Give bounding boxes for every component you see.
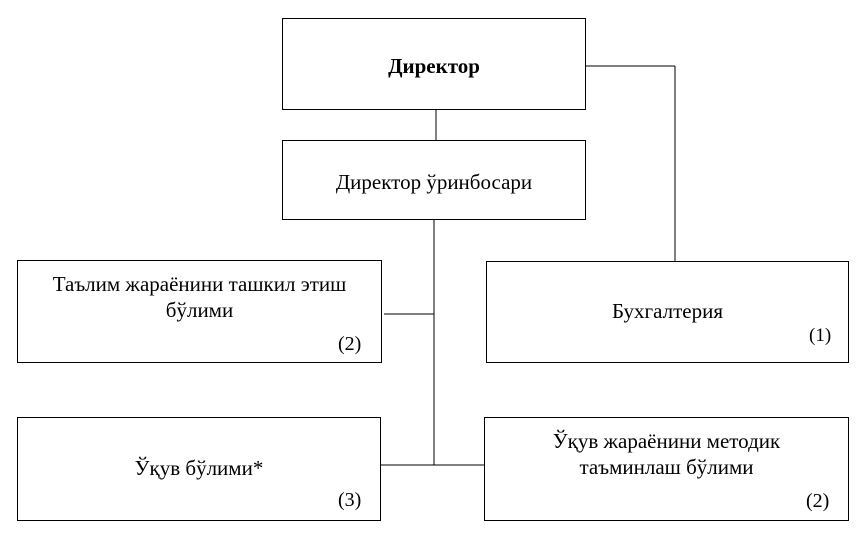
director-box: Директор (282, 18, 586, 110)
deputy-title: Директор ўринбосари (335, 170, 533, 194)
study-dept-box: Ўқув бўлими* (3) (17, 417, 381, 521)
accounting-box: Бухгалтерия (1) (486, 261, 849, 363)
study-dept-title: Ўқув бўлими* (134, 456, 264, 480)
education-process-dept-count: (2) (338, 333, 362, 355)
director-title: Директор (388, 54, 480, 78)
deputy-box: Директор ўринбосари (282, 140, 586, 220)
education-process-dept-title: Таълим жараёнини ташкил этиш бўлими (52, 272, 347, 322)
methodical-dept-count: (2) (806, 490, 830, 512)
methodical-dept-box: Ўқув жараёнини методик таъминлаш бўлими … (484, 417, 849, 521)
study-dept-count: (3) (338, 489, 362, 511)
accounting-count: (1) (809, 325, 832, 346)
methodical-dept-title: Ўқув жараёнини методик таъминлаш бўлими (552, 429, 781, 479)
accounting-title: Бухгалтерия (611, 299, 724, 323)
education-process-dept-box: Таълим жараёнини ташкил этиш бўлими (2) (17, 260, 382, 363)
